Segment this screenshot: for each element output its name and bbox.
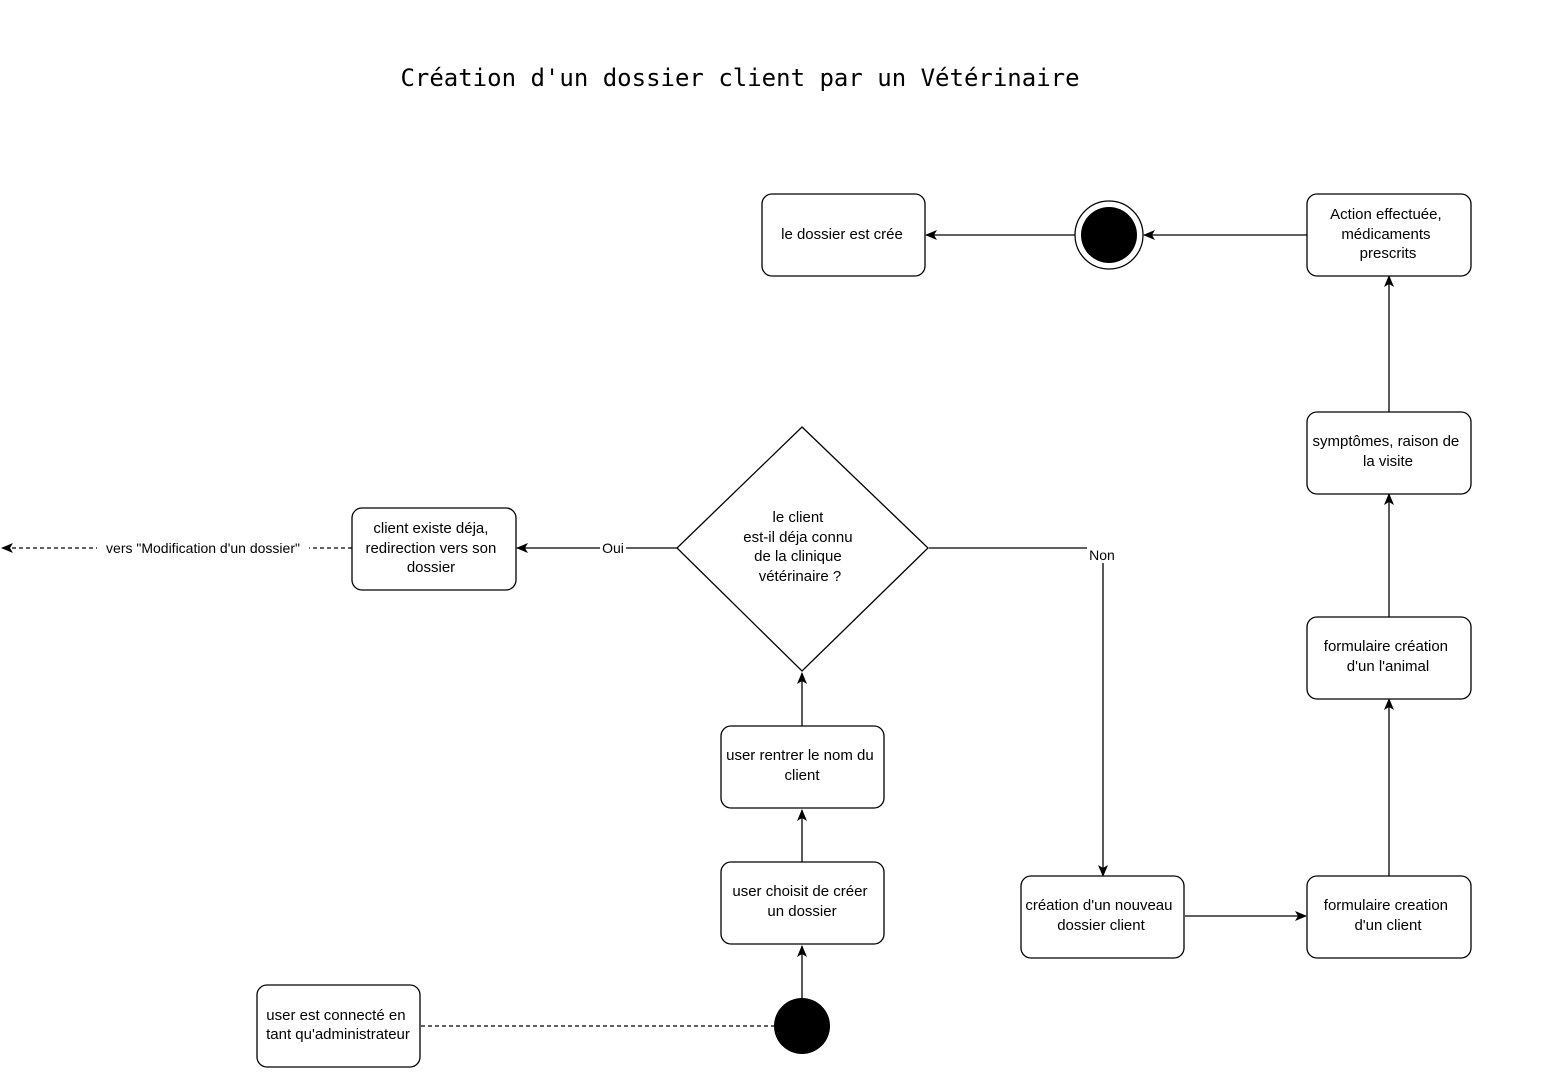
edge-decision-no xyxy=(929,547,1108,877)
node-animal-form: formulaire création d'un l'animal xyxy=(1306,616,1472,700)
node-choose-create: user choisit de créer un dossier xyxy=(720,861,885,945)
node-action-done: Action effectuée, médicaments prescrits xyxy=(1306,193,1472,277)
svg-text:le dossier est crée: le dossier est crée xyxy=(781,226,903,243)
node-symptoms: symptômes, raison de la visite xyxy=(1306,411,1472,495)
edge-label-redirect: vers "Modification d'un dossier" xyxy=(106,540,300,556)
svg-text:formulaire création d'un: formulaire création d'un l'animal xyxy=(1324,638,1452,675)
node-new-record: création d'un nouveau dossier client xyxy=(1020,875,1185,959)
initial-node xyxy=(774,998,830,1054)
node-client-form: formulaire creation d'un client xyxy=(1306,875,1472,959)
node-admin-connected: user est connecté en tant qu'administrat… xyxy=(256,984,421,1068)
svg-text:client existe déja, redi: client existe déja, redirection vers son… xyxy=(365,520,500,576)
svg-text:Action effectuée, médica: Action effectuée, médicaments prescrits xyxy=(1330,206,1446,262)
edge-label-yes: Oui xyxy=(602,540,624,556)
svg-text:création d'un nouveau do: création d'un nouveau dossier client xyxy=(1025,897,1176,934)
svg-text:user choisit de créer un: user choisit de créer un dossier xyxy=(732,883,871,920)
node-record-created: le dossier est crée xyxy=(761,193,926,277)
final-node xyxy=(1074,200,1144,270)
svg-text:symptômes, raison de la: symptômes, raison de la visite xyxy=(1313,433,1464,470)
node-client-exists: client existe déja, redirection vers son… xyxy=(351,507,517,591)
svg-text:user rentrer le nom du c: user rentrer le nom du client xyxy=(726,747,878,784)
svg-text:user est connecté en tan: user est connecté en tant qu'administrat… xyxy=(266,1007,410,1043)
diagram-title: Création d'un dossier client par un Vété… xyxy=(400,64,1079,92)
svg-text:formulaire creation d'un: formulaire creation d'un client xyxy=(1324,897,1452,934)
edge-label-no: Non xyxy=(1089,547,1115,563)
decision-node: le client est-il déja connu de la cliniq… xyxy=(676,426,929,672)
svg-text:le client est-il déja co: le client est-il déja connu de la cliniq… xyxy=(743,509,856,585)
node-enter-name: user rentrer le nom du client xyxy=(720,725,885,809)
